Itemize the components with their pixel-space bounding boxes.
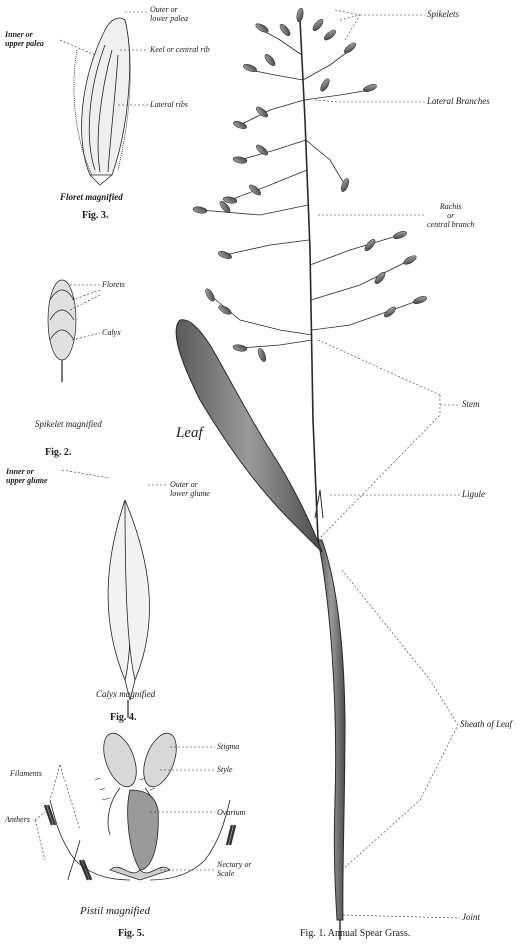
fig4-subtitle: Calyx magnified — [96, 690, 155, 699]
label-stigma: Stigma — [217, 742, 239, 751]
fig2-spikelet — [48, 280, 100, 382]
fig2-subtitle: Spikelet magnified — [35, 420, 102, 429]
label-outer-glume: Outer or lower glume — [170, 480, 210, 498]
label-florets: Florets — [102, 280, 125, 289]
fig3-subtitle: Floret magnified — [60, 193, 123, 202]
fig1-caption: Fig. 1. Annual Spear Grass. — [300, 928, 410, 939]
label-inner-glume: Inner or upper glume — [6, 467, 48, 485]
fig1-spikelets — [193, 8, 428, 363]
stem-line — [300, 20, 318, 540]
label-filaments: Filaments — [10, 769, 42, 778]
label-leaf: Leaf — [176, 425, 203, 442]
sheath-of-leaf — [318, 540, 345, 920]
label-lateral-branches: Lateral Branches — [427, 97, 490, 106]
label-style: Style — [217, 765, 233, 774]
fig5-pistil — [35, 729, 235, 880]
label-anthers: Anthers — [5, 815, 30, 824]
label-stem: Stem — [462, 400, 480, 409]
fig1-plant — [176, 20, 420, 940]
fig4-calyx — [62, 470, 168, 718]
label-spikelets: Spikelets — [427, 10, 459, 19]
label-keel: Keel or central rib — [150, 45, 210, 54]
label-outer-palea: Outer or lower palea — [150, 5, 188, 23]
fig2-caption: Fig. 2. — [45, 447, 71, 458]
label-rachis: Rachis or central branch — [427, 202, 474, 229]
fig3-caption: Fig. 3. — [82, 210, 108, 221]
label-ovarium: Ovarium — [217, 808, 245, 817]
fig5-caption: Fig. 5. — [118, 928, 144, 939]
fig3-floret — [60, 12, 148, 185]
fig5-subtitle: Pistil magnified — [80, 907, 150, 916]
label-ligule: Ligule — [462, 490, 485, 499]
label-inner-palea: Inner or upper palea — [5, 30, 44, 48]
label-joint: Joint — [462, 913, 480, 922]
label-calyx: Calyx — [102, 328, 121, 337]
label-nectary: Nectary or Scale — [217, 860, 251, 878]
label-lateral-ribs: Lateral ribs — [150, 100, 188, 109]
label-sheath-of-leaf: Sheath of Leaf — [460, 720, 512, 729]
fig4-caption: Fig. 4. — [110, 712, 136, 723]
